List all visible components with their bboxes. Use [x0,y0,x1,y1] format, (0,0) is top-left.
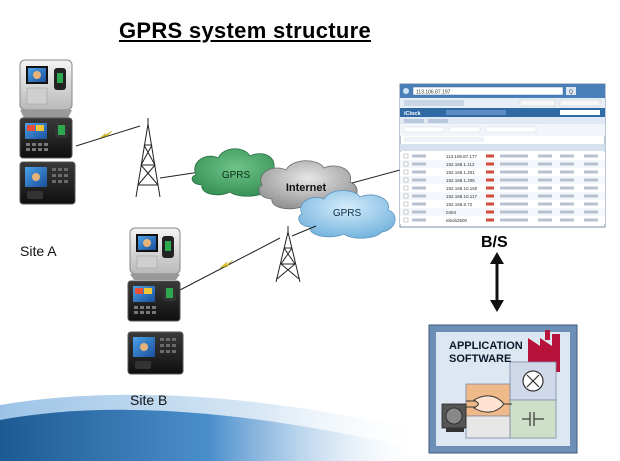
table-row: 192.168.1.201 [400,168,605,176]
site-b-wireless-link [179,237,281,291]
row-checkbox [403,169,409,175]
software-title-line2: SOFTWARE [449,353,511,365]
internet-cloud-label: Internet [286,182,327,194]
row-checkbox [403,161,409,167]
bottom-wave-dark [0,409,420,461]
browser-back-icon [403,88,409,94]
motor-icon [441,403,467,432]
row-checkbox [403,153,409,159]
row-ip-text: eibob2500 [446,218,468,223]
row-ip-text: 192.168.10.117 [446,194,477,199]
tower-1-link [159,171,201,179]
cell-tower-2 [275,226,301,283]
row-checkbox [403,185,409,191]
browser-address-bar [412,86,564,96]
software-title-line1: APPLICATION [449,340,523,352]
site-b-device-1 [129,227,181,280]
site-a-wireless-link [75,125,141,147]
gprs-cloud-right: GPRS [298,190,396,239]
bs-label: B/S [481,234,508,251]
row-checkbox [403,201,409,207]
site-a-device-2 [19,117,73,159]
row-checkbox [403,193,409,199]
application-software-box: APPLICATION SOFTWARE [428,324,578,454]
site-a-label: Site A [20,243,57,259]
row-ip-text: 192.168.1.201 [446,170,475,175]
table-row: 192.168.1.205 [400,176,605,184]
svg-text:Q: Q [569,90,573,96]
internet-to-server-link [351,169,401,184]
gprs-cloud-right-label: GPRS [333,208,362,219]
cell-tower-1 [135,118,161,198]
site-b-device-3 [127,331,184,375]
browser-address-text: 113.106.87.197 [416,90,451,96]
row-ip-text: 113.108.87.177 [446,154,477,159]
row-ip-text: 192.168.1.205 [446,178,475,183]
gprs-cloud-left-label: GPRS [222,170,251,181]
table-row: 192.168.10.150 [400,184,605,192]
table-row: eibob2500 [400,216,605,224]
browser-table: 113.108.87.177 192.168.1.112 192.168.1.201… [400,152,605,224]
site-a-device-3 [19,161,76,205]
browser-search-icon [566,87,576,95]
table-row: 192.168.1.112 [400,160,605,168]
puzzle-tile-lower-middle [465,415,511,439]
table-row: 113.108.87.177 [400,152,605,160]
row-ip-text: 192.168.10.150 [446,186,478,191]
diagram-title: GPRS system structure [118,18,372,43]
row-ip-text: 0404 [446,210,457,215]
logic-gate-icon [473,395,505,413]
site-b-device-2 [127,280,181,322]
browser-app-name: iClock [404,111,421,117]
bs-double-arrow [490,252,504,312]
row-checkbox [403,209,409,215]
table-row: 192.168.8.72 [400,200,605,208]
puzzle-tile-lower-right [509,399,557,439]
capacitor-icon [522,412,544,426]
row-checkbox [403,177,409,183]
row-checkbox [403,217,409,223]
row-ip-text: 192.168.1.112 [446,162,475,167]
row-ip-text: 192.168.8.72 [446,202,473,207]
table-row: 0404 [400,208,605,216]
site-a-device-1 [19,59,73,118]
tower-2-link [291,225,317,237]
table-row: 192.168.10.117 [400,192,605,200]
site-b-label: Site B [130,392,168,408]
